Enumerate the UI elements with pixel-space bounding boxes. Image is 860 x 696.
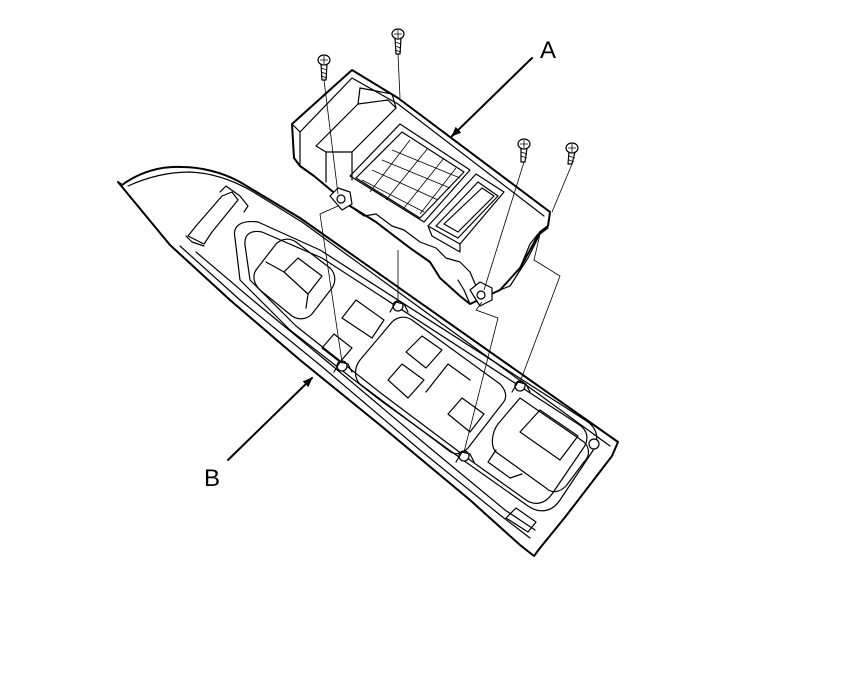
mounting-tab	[469, 281, 493, 307]
screw-boss	[333, 360, 353, 373]
alignment-lines	[319, 53, 573, 453]
screw-4	[565, 142, 579, 165]
callout-a-label: A	[540, 37, 556, 64]
screw-3	[517, 138, 531, 163]
callout-a: A	[451, 37, 556, 137]
callout-b-label: B	[204, 465, 220, 492]
callout-b-leader	[227, 377, 313, 461]
trim-panel	[117, 165, 619, 557]
screw-boss	[389, 300, 409, 313]
callout-b: B	[204, 377, 313, 492]
switch-assembly	[291, 69, 551, 307]
screw-1	[317, 54, 331, 81]
screw-boss	[455, 450, 475, 463]
screw-boss	[588, 438, 600, 450]
screw-2	[391, 28, 405, 55]
mounting-tab	[329, 187, 353, 211]
callout-a-leader	[451, 57, 533, 137]
